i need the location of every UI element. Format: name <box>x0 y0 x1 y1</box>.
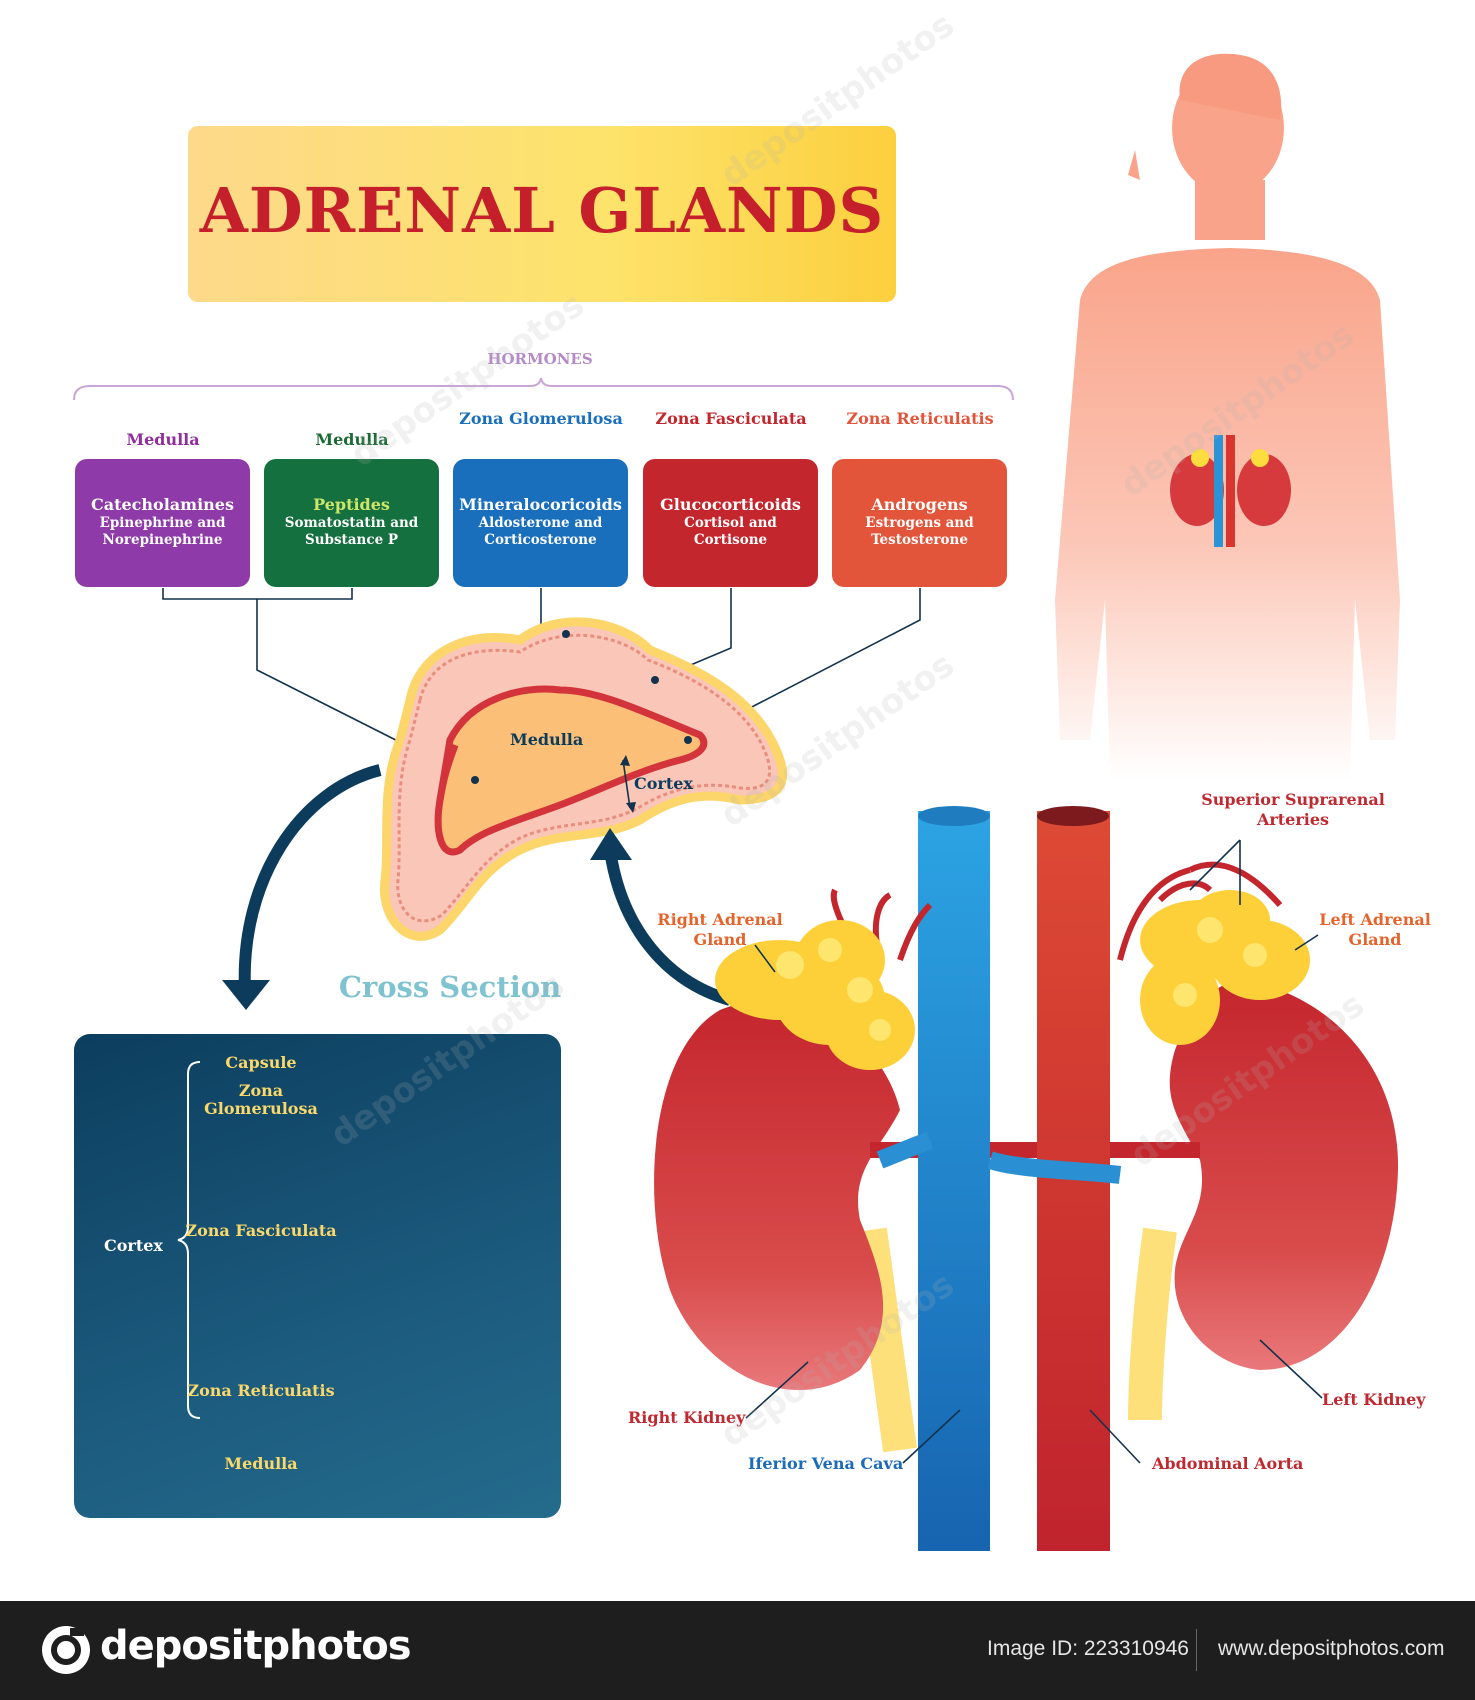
hormone-examples: Epinephrine and Norepinephrine <box>99 515 226 548</box>
hormone-box-catecholamines: Catecholamines Epinephrine and Norepinep… <box>75 459 250 587</box>
cross-section-title: Cross Section <box>338 970 562 1004</box>
site-link[interactable]: www.depositphotos.com <box>1218 1637 1445 1660</box>
hormones-label: HORMONES <box>487 350 593 368</box>
cross-section-panel <box>74 1034 561 1518</box>
hormone-box-glucocorticoids: Glucocorticoids Cortisol and Cortisone <box>643 459 818 587</box>
hormone-examples: Cortisol and Cortisone <box>684 515 777 548</box>
superior-arteries-label: Superior Suprarenal Arteries <box>1201 790 1385 829</box>
hormone-examples: Somatostatin and Substance P <box>284 515 419 548</box>
footer-divider <box>1196 1629 1197 1671</box>
hormone-name: Mineralocoricoids <box>459 495 622 514</box>
camera-icon <box>42 1626 90 1674</box>
human-silhouette <box>1055 53 1400 780</box>
hormone-examples: Aldosterone and Corticosterone <box>478 515 603 548</box>
zone-head-1: Medulla <box>126 430 200 449</box>
hormones-bracket <box>73 377 1014 401</box>
vena-cava-label: Iferior Vena Cava <box>748 1454 904 1473</box>
hormone-name: Peptides <box>313 495 390 514</box>
hormone-name: Catecholamines <box>91 495 234 514</box>
title-banner: ADRENAL GLANDS <box>188 126 896 302</box>
arrow-down <box>238 764 382 991</box>
brand-logo[interactable]: depositphotos <box>100 1623 412 1669</box>
aorta-label: Abdominal Aorta <box>1152 1454 1304 1473</box>
hormone-name: Androgens <box>871 495 968 514</box>
hormone-name: Glucocorticoids <box>660 495 801 514</box>
hormone-examples: Estrogens and Testosterone <box>865 515 974 548</box>
zone-head-5: Zona Reticulatis <box>846 409 994 428</box>
right-kidney-label: Right Kidney <box>628 1408 746 1427</box>
page-title: ADRENAL GLANDS <box>199 174 885 247</box>
hormone-box-androgens: Androgens Estrogens and Testosterone <box>832 459 1007 587</box>
zone-head-2: Medulla <box>315 430 389 449</box>
cs-glomerulosa-label: Zona Glomerulosa <box>204 1081 318 1118</box>
cortex-brace <box>177 1061 201 1419</box>
left-kidney-label: Left Kidney <box>1322 1390 1426 1409</box>
cs-capsule-label: Capsule <box>225 1053 297 1072</box>
anatomy-leaders <box>745 839 1323 1464</box>
hormone-box-mineralocorticoids: Mineralocoricoids Aldosterone and Cortic… <box>453 459 628 587</box>
gland-cortex-label: Cortex <box>634 774 693 793</box>
cs-medulla-label: Medulla <box>224 1454 298 1473</box>
footer-bar: depositphotos Image ID: 223310946 www.de… <box>0 1601 1475 1700</box>
gland-medulla-label: Medulla <box>510 730 584 749</box>
cs-cortex-label: Cortex <box>104 1236 163 1255</box>
arrow-up <box>604 849 732 1006</box>
image-id: Image ID: 223310946 <box>987 1637 1189 1660</box>
left-adrenal-label: Left Adrenal Gland <box>1319 910 1431 949</box>
right-adrenal-label: Right Adrenal Gland <box>657 910 783 949</box>
zone-head-4: Zona Fasciculata <box>655 409 807 428</box>
gland-illustration <box>379 617 788 941</box>
cs-reticulatis-label: Zona Reticulatis <box>187 1381 335 1400</box>
kidney-anatomy <box>654 806 1399 1551</box>
zone-head-3: Zona Glomerulosa <box>459 409 623 428</box>
cs-fasciculata-label: Zona Fasciculata <box>185 1221 337 1240</box>
hormone-box-peptides: Peptides Somatostatin and Substance P <box>264 459 439 587</box>
